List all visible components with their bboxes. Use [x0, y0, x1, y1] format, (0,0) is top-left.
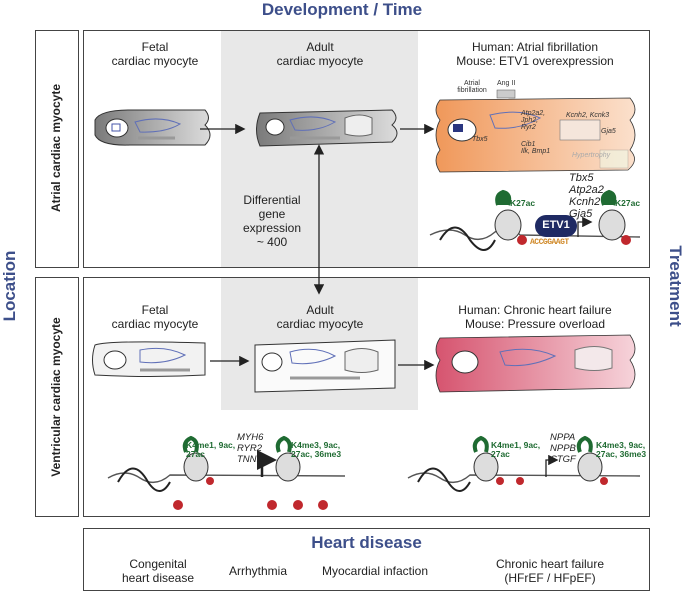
top-axis-title: Development / Time — [261, 0, 423, 19]
heart-disease-title: Heart disease — [311, 533, 422, 552]
k27ac-left-label: K27ac — [510, 198, 536, 208]
genes-a-label: MYH6 RYR2 TNNI3 — [237, 432, 265, 465]
ventricular-fetal-cell — [92, 341, 206, 377]
ventricular-fetal-label: Fetal cardiac myocyte — [111, 303, 199, 331]
ventricular-adult-label: Adult cardiac myocyte — [276, 303, 364, 331]
differential-expression-label: Differential gene expression ~ 400 — [242, 193, 302, 249]
ventricular-adult-cell — [254, 339, 396, 393]
disease-item-myocardial: Myocardial infaction — [321, 564, 429, 578]
inset-atrial-fibrillation: Atrial fibrillation — [457, 80, 487, 94]
disease-item-congenital: Congenital heart disease — [121, 557, 195, 585]
marks-a-label: K4me1, 9ac, 27ac — [186, 440, 236, 459]
ventricular-disease-label: Human: Chronic heart failure Mouse: Pres… — [458, 303, 612, 331]
inset-kcnh: Kcnh2, Kcnk3 — [566, 112, 610, 119]
etv1-motif: ACCGGAAGT — [530, 238, 569, 247]
ventricular-chromatin-right — [407, 435, 641, 492]
marks-c-label: K4me1, 9ac, 27ac — [491, 440, 541, 459]
atrial-fetal-label: Fetal cardiac myocyte — [111, 40, 199, 68]
ventricular-chromatin-left — [107, 435, 346, 510]
inset-genes1: Atp2a2, Jph2, Ryr2 — [521, 110, 546, 131]
etv1-label: ETV1 — [542, 219, 570, 231]
inset-gja5: Gja5 — [601, 128, 616, 135]
atrial-adult-cell — [256, 109, 398, 147]
inset-cib: Cib1 Ilk, Bmp1 — [521, 141, 551, 155]
inset-tbx5: Tbx5 — [472, 136, 488, 143]
marks-d-label: K4me3, 9ac, 27ac, 36me3 — [596, 440, 647, 459]
disease-item-arrhythmia: Arrhythmia — [228, 564, 287, 578]
inset-hypertrophy: Hypertrophy — [572, 152, 611, 159]
heart-disease-box — [83, 528, 650, 591]
k27ac-right-label: K27ac — [615, 198, 641, 208]
atrial-chromatin — [429, 189, 641, 251]
disease-item-chronic-hf: Chronic heart failure (HFrEF / HFpEF) — [495, 557, 605, 585]
inset-ang2: Ang II — [497, 80, 516, 87]
atrial-target-genes: Tbx5 Atp2a2 Kcnh2 Gja5 — [569, 172, 604, 220]
atrial-row-label-box: Atrial cardiac myocyte — [35, 30, 79, 268]
atrial-fetal-cell — [94, 109, 211, 146]
atrial-disease-label: Human: Atrial fibrillation Mouse: ETV1 o… — [456, 40, 614, 68]
marks-b-label: K4me3, 9ac, 27ac, 36me3 — [291, 440, 342, 459]
ventricular-row-label-box: Ventricular cardiac myocyte — [35, 277, 79, 517]
ventricular-disease-cell — [435, 334, 636, 393]
atrial-adult-label: Adult cardiac myocyte — [276, 40, 364, 68]
atrial-disease-cell — [435, 89, 636, 173]
genes-b-label: NPPA NPPB CTGF — [550, 432, 576, 465]
